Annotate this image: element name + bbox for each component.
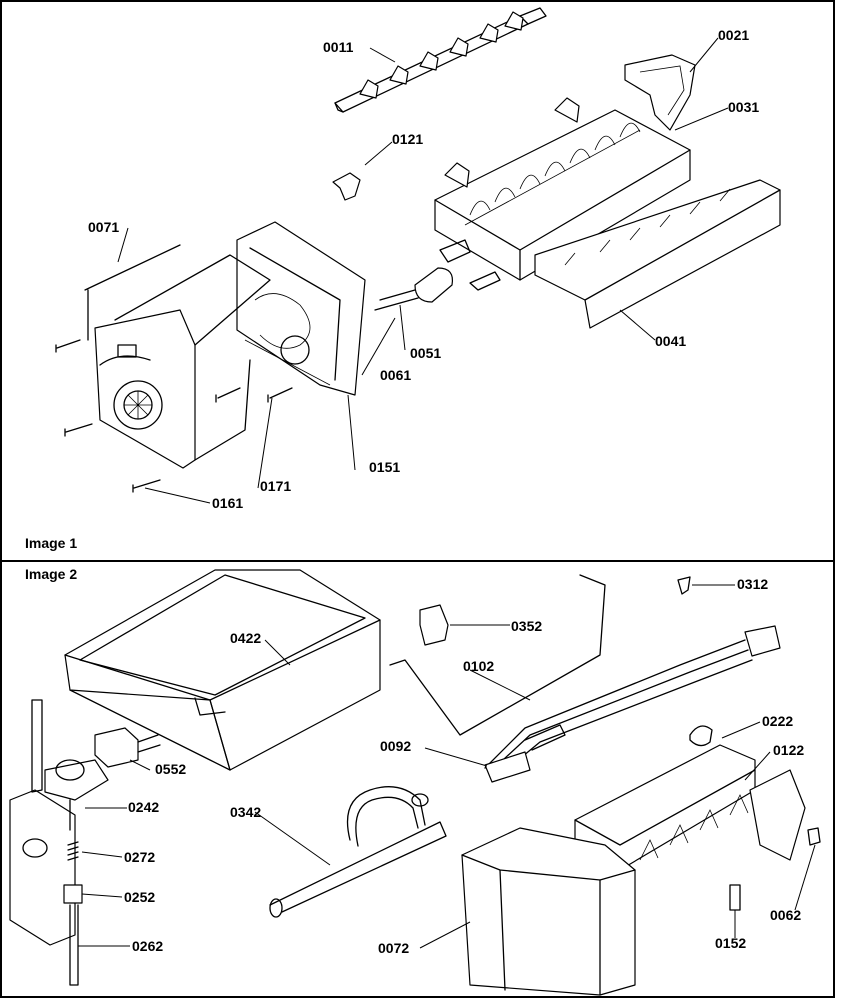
leader-lines-image-2 [78,584,816,949]
part-label-0061: 0061 [380,367,411,383]
part-label-0262: 0262 [132,938,163,954]
part-label-0071: 0071 [88,219,119,235]
bucket-connector-drawing [94,727,161,768]
part-label-0161: 0161 [212,495,243,511]
ejector-shaft-drawing [334,7,547,113]
part-label-0102: 0102 [463,658,494,674]
mold-cover-drawing [624,54,696,131]
ice-mold-drawing [434,97,691,281]
part-label-0252: 0252 [124,889,155,905]
part-label-0342: 0342 [230,804,261,820]
part-label-0051: 0051 [410,345,441,361]
icemaker-frame-drawing [574,744,806,871]
control-module-drawing [84,244,271,469]
part-label-0092: 0092 [380,738,411,754]
part-label-0352: 0352 [511,618,542,634]
part-label-0242: 0242 [128,799,159,815]
icemaker-cover-drawing [461,827,636,996]
part-label-0312: 0312 [737,576,768,592]
part-label-0062: 0062 [770,907,801,923]
stripper-drawing [534,179,781,329]
leader-lines-image-1 [117,37,729,504]
part-label-0152: 0152 [715,935,746,951]
part-label-0041: 0041 [655,333,686,349]
panel-label-image-1: Image 1 [25,535,78,551]
part-label-0422: 0422 [230,630,261,646]
thermostat-drawing [374,239,501,311]
ice-bucket-drawing [64,569,381,771]
panel-label-image-2: Image 2 [25,566,78,582]
part-label-0171: 0171 [260,478,291,494]
small-clip-drawing [419,576,691,646]
part-label-0552: 0552 [155,761,186,777]
part-label-0272: 0272 [124,849,155,865]
wire-harness-drawing [389,574,781,783]
part-label-0122: 0122 [773,742,804,758]
part-label-0222: 0222 [762,713,793,729]
screws-drawing [55,339,293,493]
bottom-screws-drawing [729,827,821,911]
clip-drawing [332,172,361,201]
auger-assembly-drawing [9,699,109,986]
part-label-0021: 0021 [718,27,749,43]
part-label-0121: 0121 [392,131,423,147]
part-label-0151: 0151 [369,459,400,475]
housing-drawing [236,221,366,396]
part-label-0031: 0031 [728,99,759,115]
part-label-0011: 0011 [323,39,354,55]
part-label-0072: 0072 [378,940,409,956]
fill-tube-drawing [269,786,447,918]
